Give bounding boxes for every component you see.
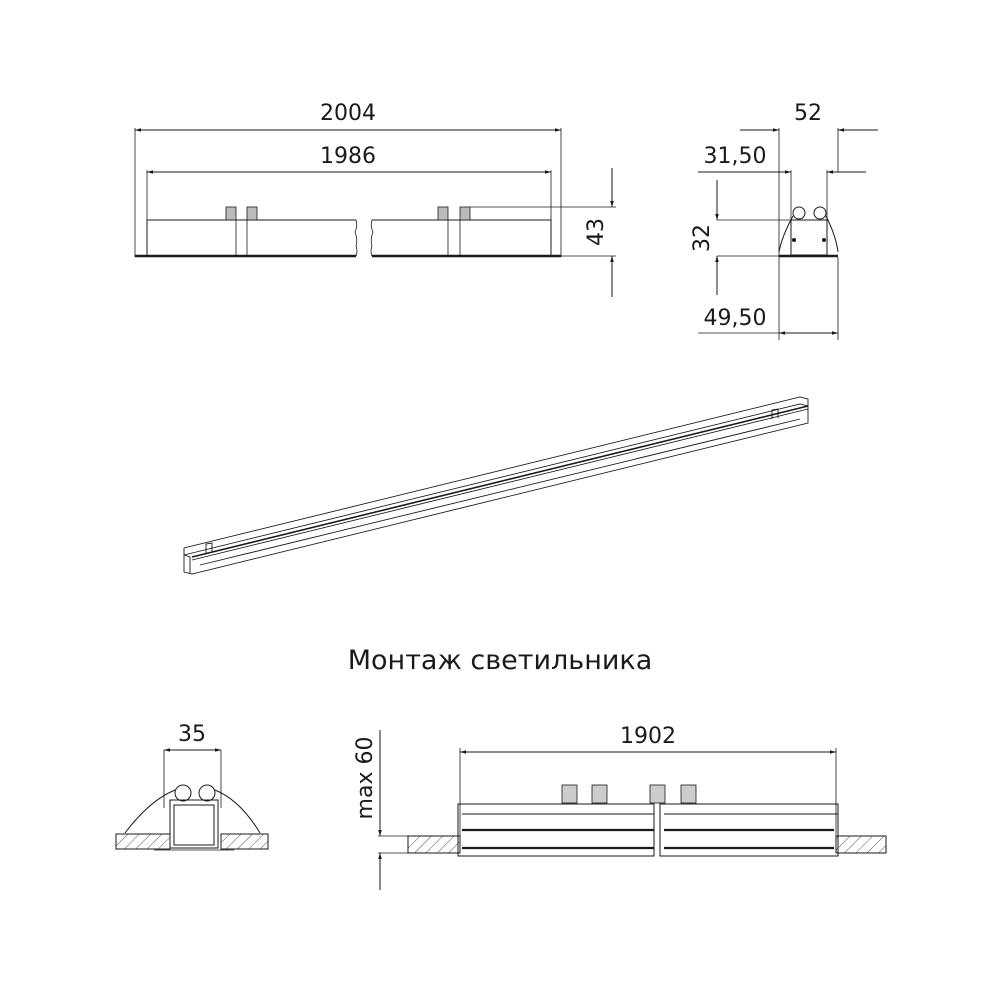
dim-overall-width: 52 <box>794 101 822 126</box>
dim-end-height: 32 <box>690 224 715 252</box>
dim-cutout-width: 35 <box>178 722 206 747</box>
dim-max-ceiling: max 60 <box>353 737 378 820</box>
dim-inner-width: 31,50 <box>704 144 767 169</box>
dim-overall-length: 2004 <box>320 101 376 126</box>
installation-title: Монтаж светильника <box>347 645 653 676</box>
side-view <box>134 128 616 297</box>
installation-section <box>115 748 269 851</box>
dim-cutout-length: 1902 <box>620 724 676 749</box>
dim-body-length: 1986 <box>320 144 376 169</box>
dim-height: 43 <box>584 218 609 246</box>
isometric-view <box>183 396 809 575</box>
dim-bottom-width: 49,50 <box>704 306 767 331</box>
installation-side <box>378 730 887 890</box>
end-view <box>698 128 878 340</box>
